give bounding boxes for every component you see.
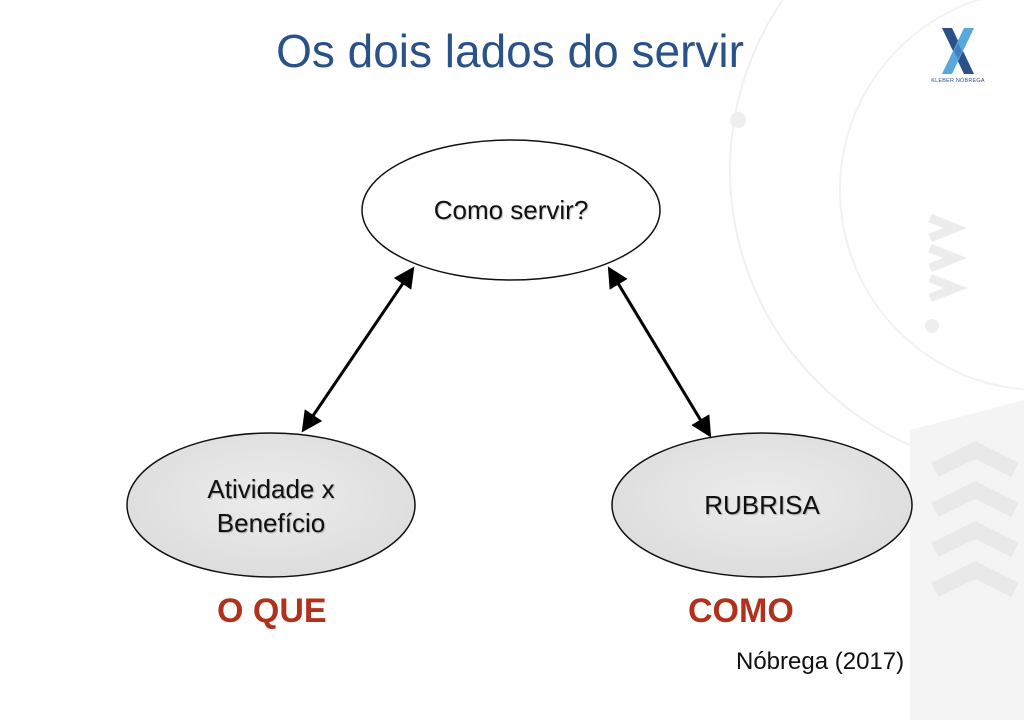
node-top-label: Como servir? [433, 195, 589, 225]
node-left-line-2: Benefício [216, 508, 326, 538]
arrow-top-right [607, 266, 712, 438]
caption-o-que: O QUE [217, 592, 327, 630]
slide-title: Os dois lados do servir [276, 25, 744, 77]
node-top-shape [361, 139, 661, 281]
node-right-label: RUBRISA [704, 490, 820, 520]
logo-text: KLEBER NÓBREGA [931, 78, 985, 84]
node-right-shape [611, 432, 913, 578]
node-left-label: Atividade x Benefício [141, 472, 401, 540]
node-left-shape [126, 432, 416, 578]
arrow-top-left [301, 266, 415, 433]
node-left-line-1: Atividade x [207, 474, 335, 504]
brand-logo: KLEBER NÓBREGA [928, 24, 988, 86]
citation: Nóbrega (2017) [736, 648, 905, 675]
x-logo-icon [942, 28, 974, 74]
caption-como: COMO [688, 592, 794, 630]
